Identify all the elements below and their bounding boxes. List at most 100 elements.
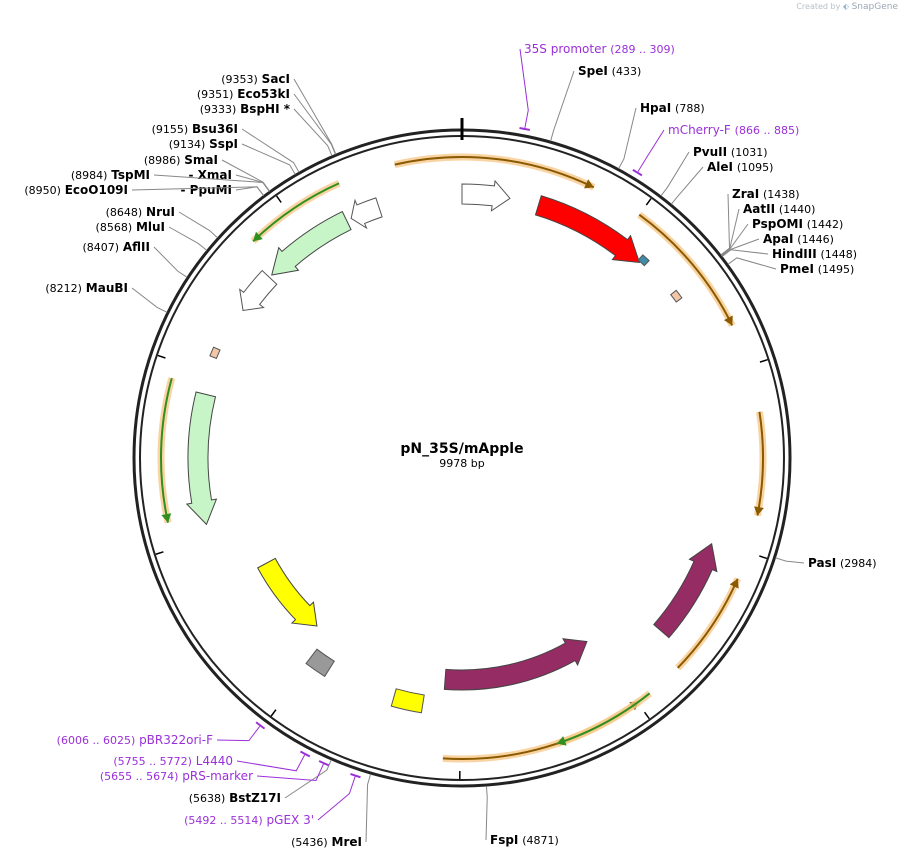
site-label-pvuii: PvuII (1031) xyxy=(693,145,768,159)
site-position: (8407) xyxy=(82,241,119,254)
site-label-pasi: PasI (2984) xyxy=(808,556,877,570)
site-label-pmei: PmeI (1495) xyxy=(780,262,854,276)
site-leader xyxy=(153,174,270,192)
tick-mark xyxy=(759,555,768,560)
site-position: (788) xyxy=(675,102,705,115)
site-position: (8648) xyxy=(106,206,143,219)
site-position: (8212) xyxy=(45,282,82,295)
feature-bom xyxy=(305,648,335,678)
primer-range: (289 .. 309) xyxy=(610,43,675,56)
plasmid-size: 9978 bp xyxy=(439,457,484,470)
tick-mark xyxy=(270,709,277,717)
site-label-hpai: HpaI (788) xyxy=(640,101,705,115)
primer-mark xyxy=(519,126,531,131)
site-name: AflII xyxy=(123,240,150,254)
site-leader xyxy=(660,151,690,197)
orf-arrowhead xyxy=(754,506,764,516)
site-position: (1442) xyxy=(807,218,844,231)
site-leader xyxy=(168,226,208,251)
orfs xyxy=(157,153,767,763)
site-label-sspi: (9134) SspI xyxy=(169,137,238,151)
site-name: BstZ17I xyxy=(229,791,281,805)
site-leader xyxy=(293,93,336,155)
site-label-fspi: FspI (4871) xyxy=(490,833,559,847)
backbone xyxy=(132,118,792,788)
primer-range: (5492 .. 5514) xyxy=(184,814,263,827)
feature-attb2 xyxy=(637,254,650,267)
site-label-mrei: (5436) MreI xyxy=(291,835,362,849)
site-name: MluI xyxy=(136,220,165,234)
site-label-ppumi: - PpuMI xyxy=(181,183,233,197)
site-name: SspI xyxy=(209,137,238,151)
feature-pvs1-repa xyxy=(443,638,588,691)
orf-arrowhead xyxy=(161,513,172,523)
site-name: Eco53kI xyxy=(237,87,290,101)
tick-mark xyxy=(157,354,166,359)
restriction-sites: (9353) SacI(9351) Eco53kI(9333) BspHI *(… xyxy=(24,64,876,849)
primers: 35S promoter (289 .. 309)mCherry-F (866 … xyxy=(57,42,800,827)
site-name: PasI xyxy=(808,556,836,570)
site-position: (4871) xyxy=(522,834,559,847)
primer-name: mCherry-F xyxy=(668,123,731,137)
map-center: pN_35S/mApple 9978 bp xyxy=(400,441,523,470)
site-position: (9333) xyxy=(200,103,237,116)
site-position: (1446) xyxy=(797,233,834,246)
site-name: TspMI xyxy=(111,168,150,182)
site-position: (9351) xyxy=(197,88,234,101)
feature-pvs1-staa xyxy=(653,542,718,639)
site-label-bstz17i: (5638) BstZ17I xyxy=(189,791,281,805)
credit-prefix: Created by xyxy=(796,2,841,11)
orf-arc xyxy=(556,692,651,745)
site-leader xyxy=(550,70,575,142)
site-name: Bsu36I xyxy=(192,122,238,136)
site-position: (9353) xyxy=(221,73,258,86)
site-label-nrui: (8648) NruI xyxy=(106,205,175,219)
orf-arrowhead xyxy=(729,578,739,589)
site-position: (2984) xyxy=(840,557,877,570)
site-label-pspomi: PspOMI (1442) xyxy=(752,217,843,231)
site-leader xyxy=(293,78,337,155)
primer-mark xyxy=(255,721,266,730)
tick-marks xyxy=(155,195,768,779)
site-name: AatII xyxy=(743,202,775,216)
snapgene-logo-icon: ⬖ xyxy=(842,2,850,11)
site-name: AleI xyxy=(707,160,733,174)
site-name: HpaI xyxy=(640,101,671,115)
site-name: SmaI xyxy=(184,153,218,167)
orf-arrowhead xyxy=(723,315,733,326)
orf-arrowhead xyxy=(584,179,594,189)
orf-arrowhead xyxy=(253,231,263,242)
feature-nos-promoter xyxy=(350,197,383,230)
site-label-spei: SpeI (433) xyxy=(578,64,641,78)
site-position: (5638) xyxy=(189,792,226,805)
primer-leader xyxy=(317,776,356,821)
site-leader xyxy=(178,211,218,239)
primer-mark xyxy=(318,760,330,767)
site-leader xyxy=(241,128,300,173)
primer-label-l4440: (5755 .. 5772) L4440 xyxy=(113,754,233,768)
feature-35s-promoter xyxy=(461,179,511,212)
site-leader xyxy=(293,108,333,156)
site-name: PspOMI xyxy=(752,217,803,231)
site-position: (9134) xyxy=(169,138,206,151)
site-leader xyxy=(775,557,805,564)
site-leader xyxy=(721,223,749,256)
site-leader xyxy=(670,166,704,205)
site-name: BspHI * xyxy=(240,102,291,116)
feature-ori xyxy=(256,557,318,627)
site-leader xyxy=(485,786,488,841)
orf-arrowhead xyxy=(556,736,567,746)
site-label-zrai: ZraI (1438) xyxy=(732,187,800,201)
feature-smr xyxy=(185,391,218,526)
primer-range: (5655 .. 5674) xyxy=(100,770,179,783)
primer-label-mcherry-f: mCherry-F (866 .. 885) xyxy=(668,123,799,137)
site-label-mlui: (8568) MluI xyxy=(96,220,165,234)
site-leader xyxy=(721,249,769,257)
site-position: (1031) xyxy=(731,146,768,159)
orf-arc xyxy=(638,213,734,326)
site-leader xyxy=(131,287,168,313)
site-label-ecoo109i: (8950) EcoO109I xyxy=(24,183,128,197)
tick-mark xyxy=(759,358,768,363)
site-name: NruI xyxy=(146,205,175,219)
site-position: (1095) xyxy=(737,161,774,174)
